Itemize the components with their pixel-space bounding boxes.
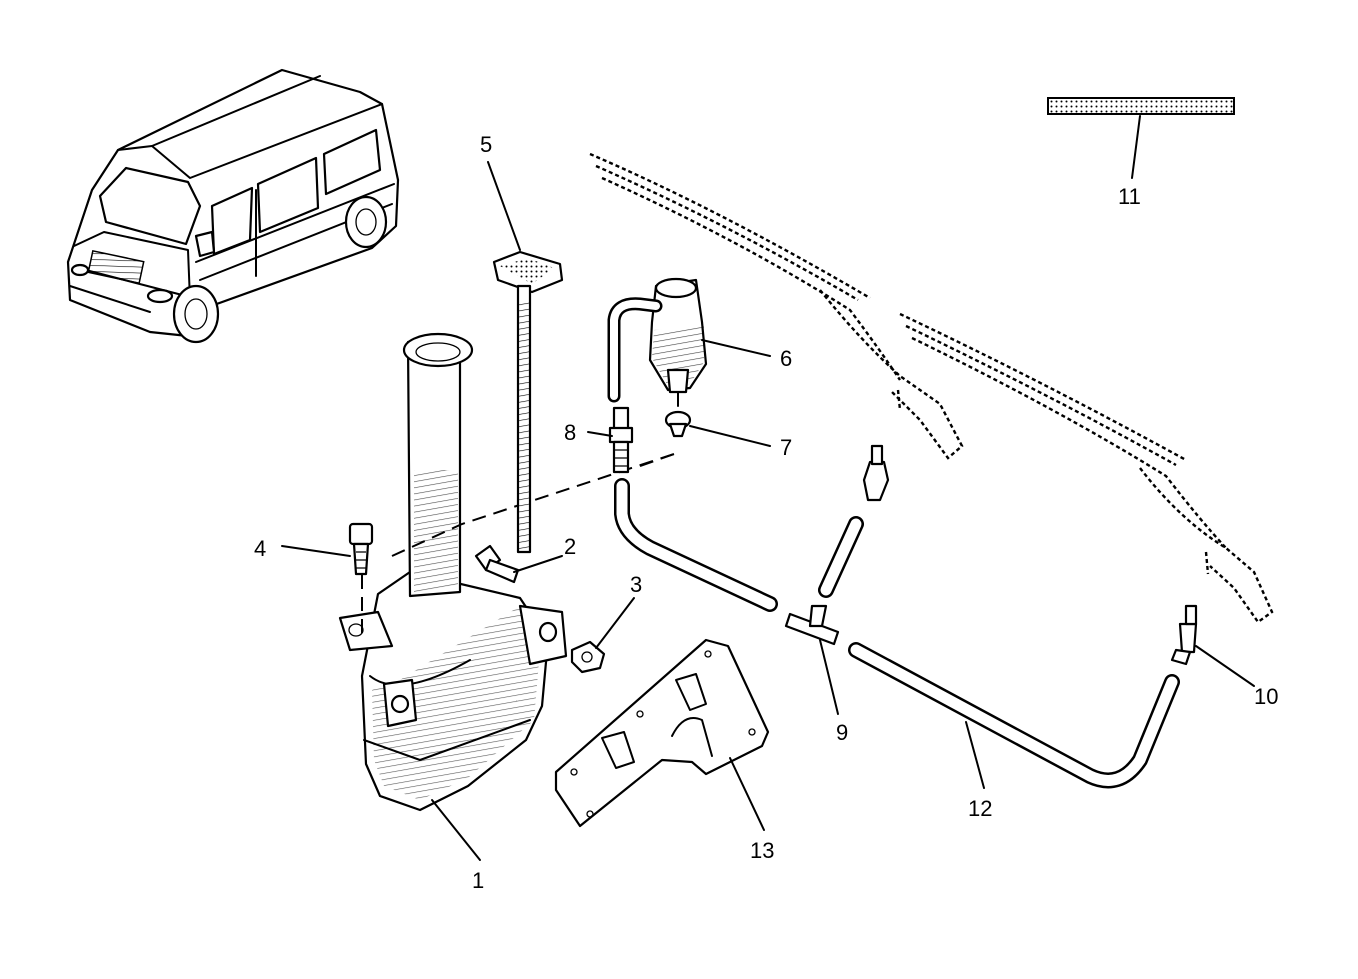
callout-13: 13 [750,838,774,863]
callout-4: 4 [254,536,266,561]
callout-8: 8 [564,420,576,445]
pump-outlet-hose [607,297,663,403]
callout-12: 12 [968,796,992,821]
bolt-4 [348,522,374,576]
lower-hose [614,478,778,612]
callout-1: 1 [472,868,484,893]
callout-2: 2 [564,534,576,559]
wiper-blade-left [589,152,964,460]
callout-7: 7 [780,435,792,460]
callout-9: 9 [836,720,848,745]
callout-11: 11 [1118,184,1141,209]
hose-12 [848,642,1180,789]
callout-3: 3 [630,572,642,597]
callout-labels: 1 2 3 4 5 6 7 8 9 10 11 12 13 [254,132,1278,893]
grommet-7 [664,410,692,438]
t-connector-9 [784,604,840,646]
assembly-line-8 [639,451,681,467]
wiper-blade-right [899,312,1274,624]
van-illustration [66,68,400,344]
leader-lines [281,115,1255,861]
part-11-strip [1047,97,1235,115]
level-sensor-5 [492,250,564,554]
bolt-2 [474,544,520,584]
nut-3 [570,640,606,674]
connector-10 [1170,604,1198,666]
washer-reservoir [338,332,568,812]
callout-6: 6 [780,346,792,371]
bracket-13 [554,638,770,828]
short-hose-upper [818,444,890,598]
callout-10: 10 [1254,684,1278,709]
assembly-line-neck [391,451,681,557]
callout-5: 5 [480,132,492,157]
connector-8 [608,406,634,474]
washer-pump-6 [648,277,708,407]
